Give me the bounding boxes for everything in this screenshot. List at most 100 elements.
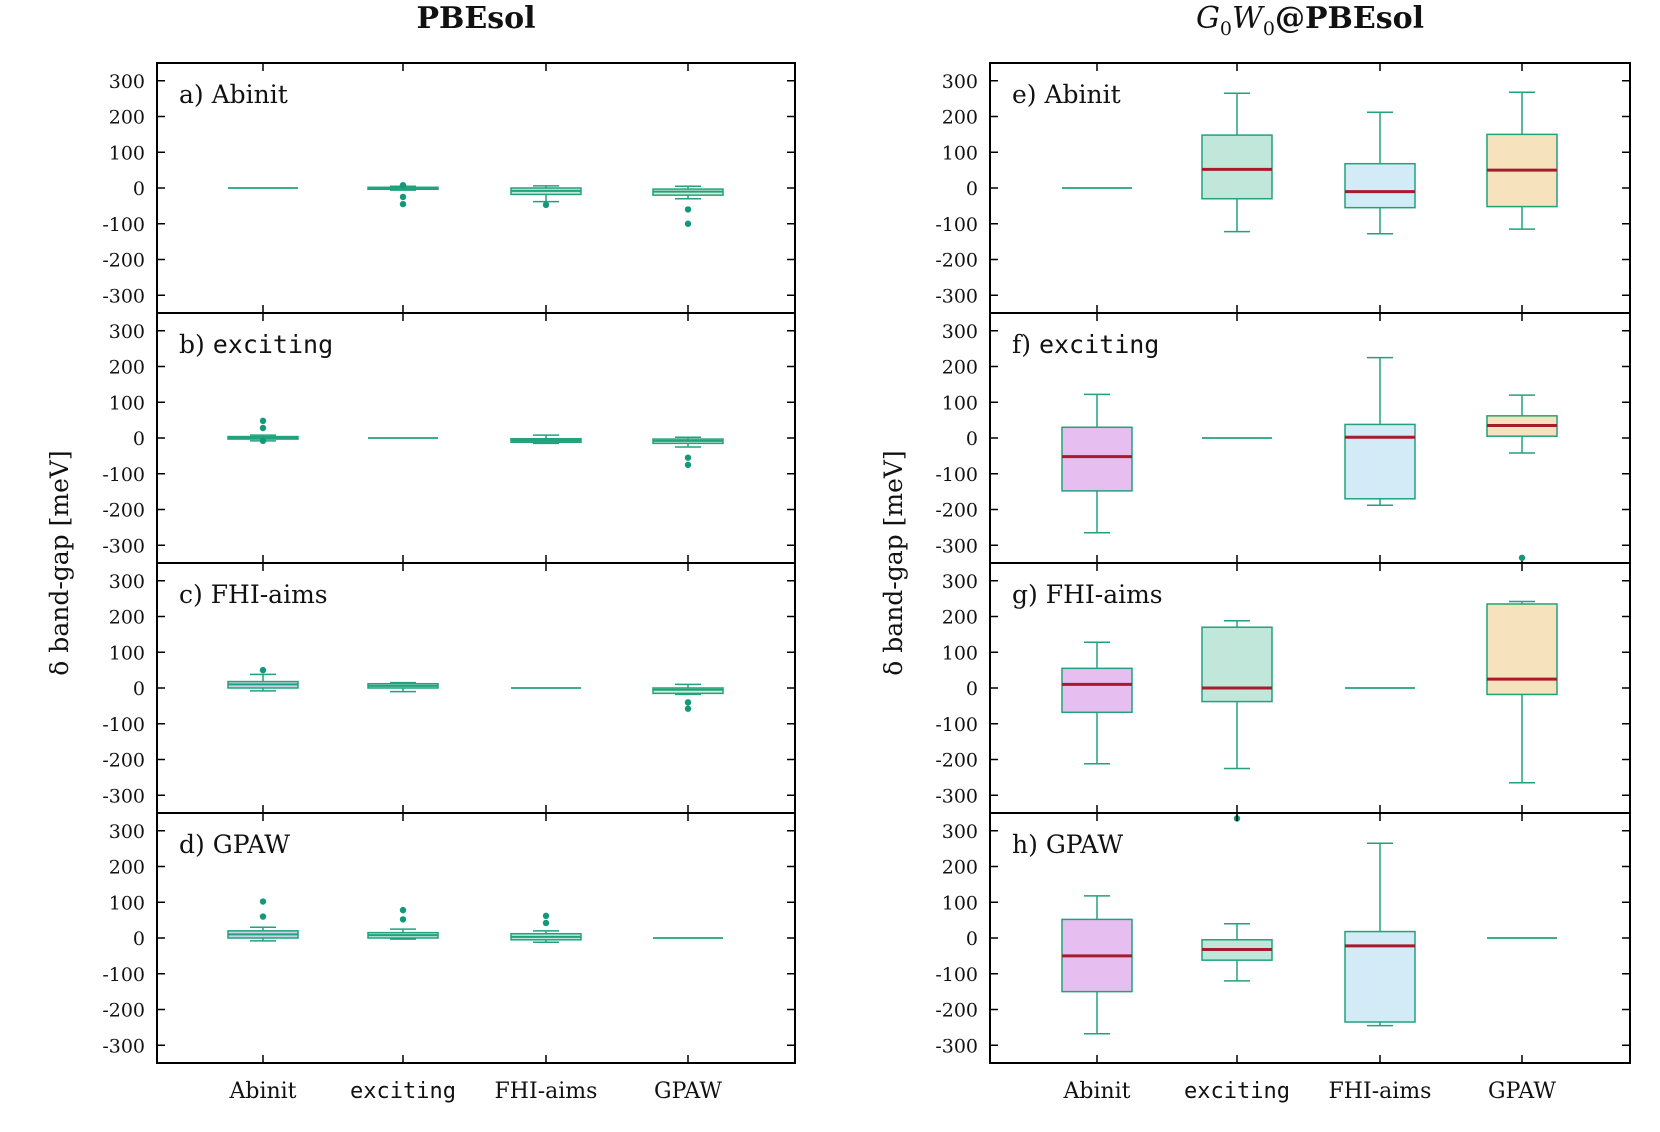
box-fhi-aims: [510, 185, 582, 209]
panel-label: f) exciting: [1012, 330, 1159, 359]
outlier-point: [259, 424, 267, 432]
y-tick-label: 0: [966, 178, 978, 200]
y-tick-label: 0: [133, 678, 145, 700]
y-tick-label: 200: [942, 607, 978, 629]
box-abinit: [1061, 895, 1133, 1035]
y-tick-label: -200: [935, 500, 978, 522]
box-iqr: [1061, 426, 1133, 492]
box-fhi-aims: [1344, 842, 1416, 1027]
y-tick-label: -100: [935, 714, 978, 736]
y-tick-label: -200: [935, 750, 978, 772]
x-category-label: exciting: [350, 1079, 456, 1104]
y-tick-label: -100: [102, 714, 145, 736]
box-gpaw: [1486, 394, 1558, 561]
y-tick-label: -300: [935, 1035, 978, 1057]
panel-label: c) FHI-aims: [179, 580, 328, 609]
box-exciting: [367, 181, 439, 208]
outlier-point: [399, 193, 407, 201]
box-abinit: [1061, 393, 1133, 534]
y-tick-label: 200: [942, 107, 978, 129]
box-iqr: [1486, 603, 1558, 696]
y-tick-label: -200: [102, 250, 145, 272]
y-tick-label: 0: [966, 928, 978, 950]
outlier-point: [259, 437, 267, 445]
column-title: PBEsol: [416, 1, 535, 36]
box-iqr: [1201, 626, 1273, 703]
panel-label: d) GPAW: [179, 830, 290, 859]
y-axis-label: δ band-gap [meV]: [879, 450, 908, 675]
outlier-point: [684, 220, 692, 227]
box-abinit: [227, 898, 299, 942]
x-category-label: GPAW: [1488, 1079, 1556, 1104]
outlier-point: [542, 201, 550, 209]
panel-f: 300 200 100 0 -100 -200 -300 f) exciting: [935, 312, 1631, 564]
box-gpaw: [652, 185, 724, 227]
x-category-label: exciting: [1184, 1079, 1290, 1104]
y-tick-label: 100: [109, 392, 145, 414]
y-tick-label: 100: [109, 142, 145, 164]
outlier-point: [684, 206, 692, 213]
y-tick-label: 300: [109, 571, 145, 593]
outlier-point: [259, 913, 267, 920]
panel-label: g) FHI-aims: [1012, 580, 1163, 609]
y-tick-label: 300: [109, 821, 145, 843]
outlier-point: [684, 705, 692, 712]
y-tick-label: -200: [935, 250, 978, 272]
x-category-label: FHI-aims: [495, 1079, 598, 1104]
outlier-point: [259, 898, 267, 905]
y-tick-label: -300: [102, 535, 145, 557]
box-exciting: [367, 681, 439, 693]
y-tick-label: -200: [102, 750, 145, 772]
y-tick-label: -300: [935, 785, 978, 807]
box-fhi-aims: [1344, 111, 1416, 235]
y-tick-label: 300: [942, 821, 978, 843]
y-tick-label: 200: [942, 357, 978, 379]
y-tick-label: -300: [102, 1035, 145, 1057]
y-tick-label: 200: [109, 107, 145, 129]
y-tick-label: 300: [109, 71, 145, 93]
box-fhi-aims: [1344, 356, 1416, 506]
box-abinit: [1061, 641, 1133, 765]
y-tick-label: -200: [102, 500, 145, 522]
y-tick-label: -100: [935, 464, 978, 486]
box-fhi-aims: [510, 912, 582, 944]
x-category-label: FHI-aims: [1329, 1079, 1432, 1104]
y-tick-label: 200: [109, 357, 145, 379]
outlier-point: [259, 417, 267, 425]
box-exciting: [1201, 92, 1273, 233]
y-tick-label: 200: [109, 857, 145, 879]
y-tick-label: 0: [966, 428, 978, 450]
panel-label: b) exciting: [179, 330, 333, 359]
panel-b: 300 200 100 0 -100 -200 -300 b) exciting: [102, 312, 796, 564]
y-tick-label: 0: [133, 178, 145, 200]
outlier-point: [259, 666, 267, 674]
box-gpaw: [1486, 91, 1558, 230]
y-tick-label: 100: [942, 392, 978, 414]
outlier-point: [542, 912, 550, 920]
y-tick-label: -200: [935, 1000, 978, 1022]
panel-label: h) GPAW: [1012, 830, 1123, 859]
y-tick-label: 100: [942, 642, 978, 664]
y-tick-label: -100: [102, 214, 145, 236]
y-tick-label: 300: [109, 321, 145, 343]
y-tick-label: 0: [133, 428, 145, 450]
y-tick-label: -300: [935, 535, 978, 557]
y-tick-label: -100: [102, 464, 145, 486]
x-category-label: GPAW: [654, 1079, 722, 1104]
y-tick-label: -300: [935, 285, 978, 307]
box-exciting: [367, 906, 439, 940]
y-tick-label: 100: [942, 142, 978, 164]
y-tick-label: 300: [942, 71, 978, 93]
y-tick-label: -100: [102, 964, 145, 986]
y-tick-label: -300: [102, 285, 145, 307]
y-tick-label: 100: [109, 642, 145, 664]
outlier-point: [684, 454, 692, 461]
y-tick-label: 300: [942, 321, 978, 343]
outlier-point: [1518, 554, 1526, 561]
